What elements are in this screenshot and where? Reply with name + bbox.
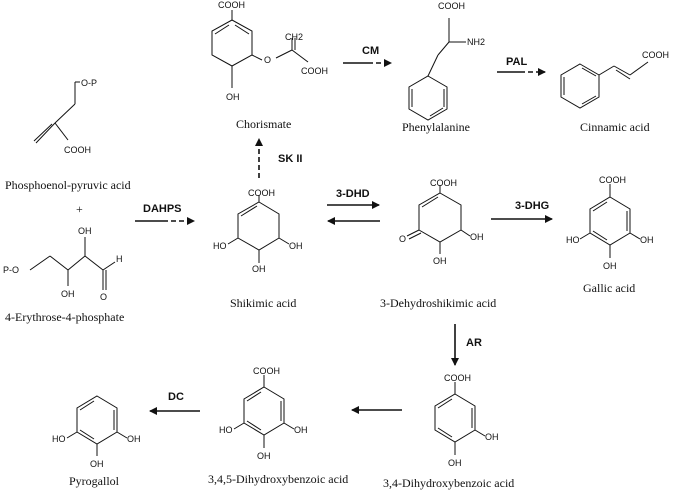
dhb-oh2-atom: OH (448, 458, 462, 468)
pyrogallol-structure: HO OH OH (52, 395, 141, 469)
chorismate-structure: COOH OH O CH2 COOH (211, 0, 328, 102)
e4p-o-atom: O (100, 292, 107, 302)
pyro-oh2-atom: OH (90, 459, 104, 469)
dhs-o-atom: O (399, 234, 406, 244)
dhb-label: 3,4-Dihydroxybenzoic acid (383, 476, 514, 490)
dhs-oh2-atom: OH (470, 232, 484, 242)
chor-cooh2-atom: COOH (301, 66, 328, 76)
e4p-po-atom: P-O (3, 265, 19, 275)
cinnamic-structure: COOH (560, 50, 669, 109)
gallic-oh2-atom: OH (603, 261, 617, 271)
gallic-label: Gallic acid (583, 281, 635, 295)
chor-oh-atom: OH (226, 92, 240, 102)
enzyme-skii: SK II (278, 153, 302, 165)
dhs-label: 3-Dehydroshikimic acid (380, 296, 496, 310)
thb-oh2-atom: OH (257, 451, 271, 461)
enzyme-dhg: 3-DHG (515, 200, 549, 212)
shik-cooh-atom: COOH (248, 188, 275, 198)
enzyme-dhd: 3-DHD (336, 188, 370, 200)
enzyme-pal: PAL (506, 56, 527, 68)
phe-cooh-atom: COOH (438, 1, 465, 11)
pep-op-atom: O-P (81, 78, 97, 88)
gallic-ho-atom: HO (566, 235, 580, 245)
e4p-oh2-atom: OH (61, 289, 75, 299)
enzyme-cm: CM (362, 45, 379, 57)
dhb-structure: COOH OH OH (434, 373, 499, 468)
dhb-cooh-atom: COOH (444, 373, 471, 383)
pyro-ho-atom: HO (52, 434, 66, 444)
e4p-label: 4-Erythrose-4-phosphate (5, 310, 124, 324)
shikimic-structure: COOH OH OH HO (213, 188, 303, 274)
phe-nh2-atom: NH2 (467, 37, 485, 47)
thb-label: 3,4,5-Dihydroxybenzoic acid (208, 472, 348, 486)
dhs-oh1-atom: OH (433, 256, 447, 266)
thb-ho-atom: HO (219, 425, 233, 435)
pep-cooh-atom: COOH (64, 145, 91, 155)
cin-cooh-atom: COOH (642, 50, 669, 60)
chor-cooh-atom: COOH (218, 0, 245, 10)
pyro-oh1-atom: OH (127, 434, 141, 444)
gallic-oh1-atom: OH (640, 235, 654, 245)
e4p-h-atom: H (116, 254, 123, 264)
phenylalanine-structure: COOH NH2 (408, 1, 485, 121)
e4p-structure: P-O OH OH O H (3, 226, 123, 302)
shik-ho-atom: HO (213, 241, 227, 251)
phenylalanine-label: Phenylalanine (402, 120, 470, 134)
dhs-structure: COOH O OH OH (399, 178, 484, 266)
e4p-oh1-atom: OH (78, 226, 92, 236)
enzyme-dahps: DAHPS (143, 203, 182, 215)
chor-o-atom: O (264, 55, 271, 65)
shik-oh2-atom: OH (252, 264, 266, 274)
gallic-structure: COOH HO OH OH (566, 175, 654, 271)
pyrogallol-label: Pyrogallol (69, 474, 120, 488)
cinnamic-label: Cinnamic acid (580, 120, 650, 134)
pep-label: Phosphoenol-pyruvic acid (5, 178, 131, 192)
thb-oh1-atom: OH (294, 425, 308, 435)
enzyme-ar: AR (466, 337, 482, 349)
gallic-cooh-atom: COOH (599, 175, 626, 185)
chorismate-label: Chorismate (236, 117, 291, 131)
plus-sign: + (76, 202, 83, 216)
pep-structure: O-P COOH (33, 78, 97, 155)
shikimic-label: Shikimic acid (230, 296, 296, 310)
shik-oh1-atom: OH (289, 241, 303, 251)
dhs-cooh-atom: COOH (430, 178, 457, 188)
thb-structure: COOH HO OH OH (219, 366, 308, 461)
dhb-oh1-atom: OH (485, 432, 499, 442)
chor-ch2-atom: CH2 (285, 32, 303, 42)
enzyme-dc: DC (168, 391, 184, 403)
thb-cooh-atom: COOH (253, 366, 280, 376)
